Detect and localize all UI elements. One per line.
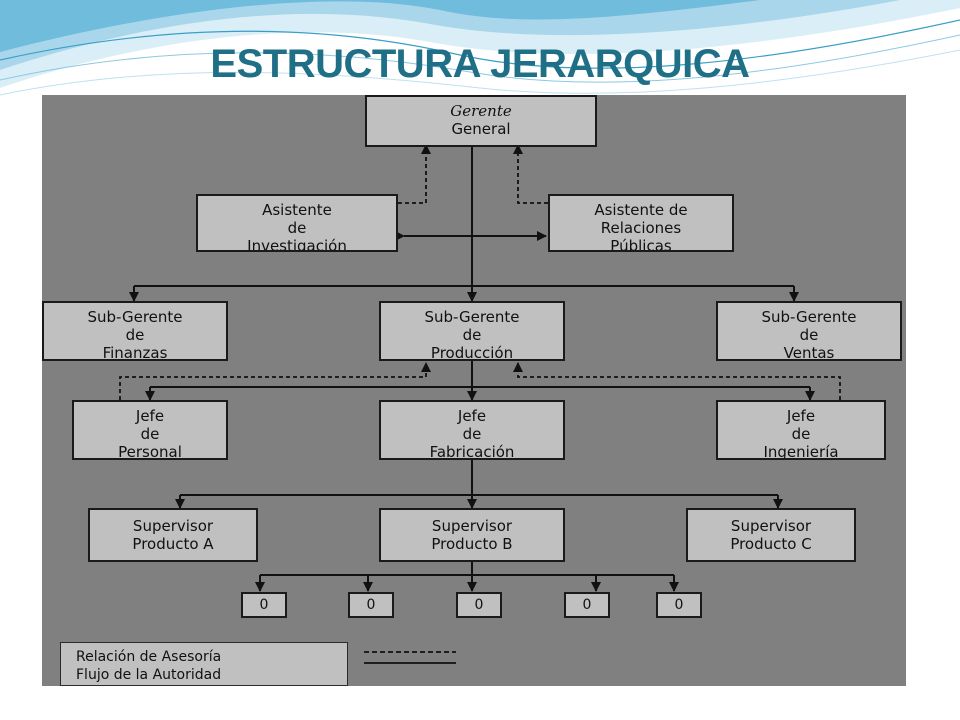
org-chart-connectors [119,144,841,592]
box-subgerente-finanzas: Sub-Gerente de Finanzas [42,301,228,361]
box-jefe-fabricacion: Jefe de Fabricación [379,400,565,460]
dashed-asistente-rp [513,144,548,204]
box-subgerente-produccion: Sub-Gerente de Producción [379,301,565,361]
dashed-jefe-personal [119,362,431,400]
box-worker: 0 [656,592,702,618]
dashed-jefe-ingenieria [513,362,841,400]
box-worker: 0 [241,592,287,618]
box-asistente-investigacion: Asistente de Investigación [196,194,398,252]
legend-authority-label: Flujo de la Autoridad [76,667,222,683]
wave-decoration [0,0,960,105]
box-jefe-ingenieria: Jefe de Ingeniería [716,400,886,460]
box-gerente-general: Gerente General [365,95,597,147]
box-asistente-relaciones-publicas: Asistente de Relaciones Públicas [548,194,734,252]
slide-title: ESTRUCTURA JERARQUICA [210,42,750,86]
box-supervisor-producto-c: Supervisor Producto C [686,508,856,562]
box-worker: 0 [456,592,502,618]
legend-advisory-label: Relación de Asesoría [76,649,222,665]
legend-line-samples [364,651,456,664]
box-subgerente-ventas: Sub-Gerente de Ventas [716,301,902,361]
box-supervisor-producto-b: Supervisor Producto B [379,508,565,562]
dashed-asistente-inv [398,144,431,204]
box-jefe-personal: Jefe de Personal [72,400,228,460]
box-worker: 0 [348,592,394,618]
box-worker: 0 [564,592,610,618]
box-supervisor-producto-a: Supervisor Producto A [88,508,258,562]
legend: Relación de Asesoría Flujo de la Autorid… [60,642,348,686]
